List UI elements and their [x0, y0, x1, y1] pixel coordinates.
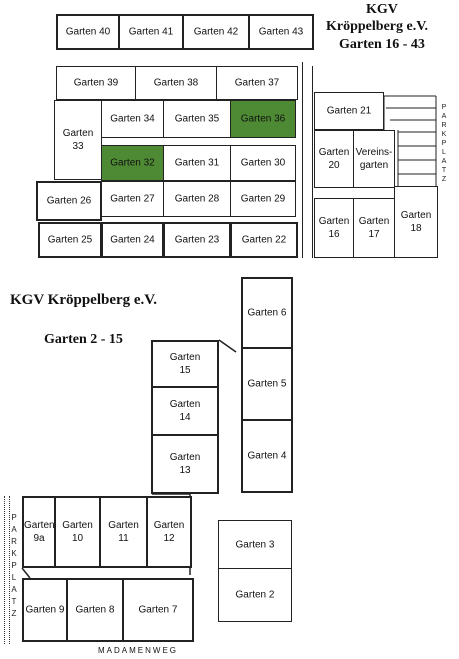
- plot-garten-37[interactable]: Garten 37: [216, 66, 298, 100]
- plot-garten-8[interactable]: Garten 8: [66, 578, 124, 642]
- plot-label: Garten 11: [108, 520, 139, 544]
- plot-label: Garten 35: [174, 113, 220, 125]
- plot-garten-6[interactable]: Garten 6: [241, 277, 293, 349]
- plot-label: Garten 20: [318, 147, 350, 171]
- plot-label: Garten 14: [169, 399, 201, 423]
- plot-label: Garten 21: [326, 105, 372, 117]
- plot-garten-25[interactable]: Garten 25: [38, 222, 102, 258]
- plot-garten-31[interactable]: Garten 31: [163, 145, 231, 181]
- plot-label: Garten 36: [240, 113, 286, 125]
- plot-garten-42[interactable]: Garten 42: [182, 14, 250, 50]
- upper-title-line-2: Kröppelberg e.V.: [326, 19, 429, 34]
- plot-garten-14[interactable]: Garten 14: [151, 386, 219, 436]
- plot-label: Garten 23: [174, 234, 220, 246]
- plot-garten-34[interactable]: Garten 34: [101, 100, 164, 138]
- plot-garten-13[interactable]: Garten 13: [151, 434, 219, 494]
- plot-garten-9[interactable]: Garten 9: [22, 578, 68, 642]
- plot-garten-39[interactable]: Garten 39: [56, 66, 136, 100]
- plot-label: Garten 2: [235, 589, 275, 601]
- plot-garten-9a[interactable]: Garten 9a: [22, 496, 56, 568]
- plot-vereinsgarten[interactable]: Vereins- garten: [353, 130, 395, 188]
- plot-label: Garten 6: [247, 307, 287, 319]
- plot-label: Garten 32: [110, 157, 155, 169]
- plot-garten-43[interactable]: Garten 43: [248, 14, 314, 50]
- plot-garten-30[interactable]: Garten 30: [230, 145, 296, 181]
- plot-garten-3[interactable]: Garten 3: [218, 520, 292, 570]
- plot-label: Garten 38: [153, 77, 199, 89]
- plot-garten-38[interactable]: Garten 38: [135, 66, 217, 100]
- path-line: [312, 66, 313, 258]
- plot-label: Garten 9: [25, 604, 65, 616]
- plot-garten-24[interactable]: Garten 24: [101, 222, 164, 258]
- plot-label: Garten 43: [258, 26, 304, 38]
- plot-garten-4[interactable]: Garten 4: [241, 419, 293, 493]
- lower-subtitle: Garten 2 - 15: [44, 332, 123, 347]
- plot-garten-41[interactable]: Garten 41: [118, 14, 184, 50]
- plot-garten-33[interactable]: Garten 33: [54, 100, 102, 180]
- plot-garten-7[interactable]: Garten 7: [122, 578, 194, 642]
- plot-garten-5[interactable]: Garten 5: [241, 347, 293, 421]
- plot-garten-22[interactable]: Garten 22: [230, 222, 298, 258]
- plot-label: Garten 27: [110, 193, 155, 205]
- plot-label: Vereins- garten: [355, 147, 393, 171]
- plot-label: Garten 10: [62, 520, 93, 544]
- plot-label: Garten 29: [240, 193, 286, 205]
- plot-garten-10[interactable]: Garten 10: [54, 496, 101, 568]
- plot-garten-20[interactable]: Garten 20: [314, 130, 354, 188]
- plot-label: Garten 7: [138, 604, 178, 616]
- street-label: MADAMENWEG: [98, 646, 178, 655]
- plot-garten-18[interactable]: Garten 18: [394, 186, 438, 258]
- lower-parking-label: PARKPLATZ: [11, 513, 17, 618]
- plot-label: Garten 34: [110, 113, 155, 125]
- plot-label: Garten 17: [358, 216, 390, 240]
- plot-label: Garten 42: [193, 26, 239, 38]
- plot-label: Garten 16: [318, 216, 350, 240]
- plot-label: Garten 4: [247, 450, 287, 462]
- plot-label: Garten 15: [169, 352, 201, 376]
- plot-garten-2[interactable]: Garten 2: [218, 568, 292, 622]
- plot-garten-29[interactable]: Garten 29: [230, 181, 296, 217]
- plot-label: Garten 8: [75, 604, 115, 616]
- plot-garten-17[interactable]: Garten 17: [353, 198, 395, 258]
- plot-label: Garten 33: [62, 128, 94, 152]
- plot-label: Garten 26: [46, 195, 92, 207]
- plot-garten-28[interactable]: Garten 28: [163, 181, 231, 217]
- plot-garten-23[interactable]: Garten 23: [163, 222, 231, 258]
- plot-garten-15[interactable]: Garten 15: [151, 340, 219, 388]
- plot-label: Garten 12: [153, 520, 185, 544]
- lower-title: KGV Kröppelberg e.V.: [10, 292, 157, 308]
- plot-label: Garten 39: [73, 77, 119, 89]
- plot-label: Garten 13: [169, 452, 201, 476]
- plot-label: Garten 3: [235, 539, 275, 551]
- upper-title-line-3: Garten 16 - 43: [339, 37, 425, 52]
- plot-label: Garten 40: [65, 26, 111, 38]
- plot-garten-21[interactable]: Garten 21: [314, 92, 384, 130]
- plot-label: Garten 41: [128, 26, 174, 38]
- plot-garten-12[interactable]: Garten 12: [146, 496, 192, 568]
- plot-garten-11[interactable]: Garten 11: [99, 496, 148, 568]
- upper-title-line-1: KGV: [366, 2, 398, 17]
- plot-label: Garten 24: [110, 234, 155, 246]
- plot-garten-26[interactable]: Garten 26: [36, 181, 102, 221]
- plot-label: Garten 25: [47, 234, 93, 246]
- plot-label: Garten 30: [240, 157, 286, 169]
- upper-parking-label: PARKPLATZ: [441, 104, 447, 183]
- plot-garten-16[interactable]: Garten 16: [314, 198, 354, 258]
- plot-garten-36[interactable]: Garten 36: [230, 100, 296, 138]
- path-line: [302, 62, 303, 258]
- plot-label: Garten 37: [234, 77, 280, 89]
- plot-label: Garten 18: [400, 210, 432, 234]
- plot-garten-35[interactable]: Garten 35: [163, 100, 231, 138]
- plot-label: Garten 28: [174, 193, 220, 205]
- plot-garten-32[interactable]: Garten 32: [101, 145, 164, 181]
- plot-label: Garten 5: [247, 378, 287, 390]
- plot-label: Garten 9a: [24, 520, 55, 544]
- lower-parking-border: [4, 496, 5, 644]
- plot-garten-27[interactable]: Garten 27: [101, 181, 164, 217]
- plot-garten-40[interactable]: Garten 40: [56, 14, 120, 50]
- plot-label: Garten 31: [174, 157, 220, 169]
- lower-parking-border: [9, 496, 10, 644]
- plot-label: Garten 22: [241, 234, 287, 246]
